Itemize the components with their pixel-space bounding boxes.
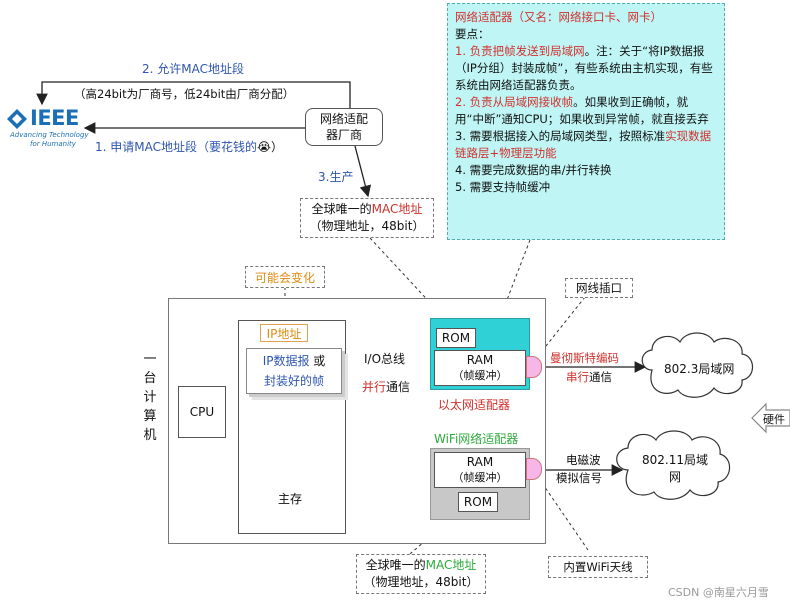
pointer-mac-top	[369, 237, 451, 325]
manufacturer-line2: 器厂商	[325, 128, 362, 142]
crying-emoji-icon: 😭	[257, 140, 272, 154]
ethernet-ram-sub: （帧缓冲）	[452, 369, 508, 382]
wifi-ram-sub: （帧缓冲）	[452, 471, 508, 484]
antenna-label: 内置WiFi天线	[548, 556, 648, 578]
cable-port-label: 网线插口	[565, 278, 633, 298]
manufacturer-box: 网络适配 器厂商	[305, 108, 383, 146]
step1-text: 1. 申请MAC地址段（要花钱的	[95, 140, 257, 154]
pointer-note	[497, 239, 531, 321]
wifi-rom: ROM	[458, 492, 498, 512]
adapter-note: 网络适配器（又名：网络接口卡、网卡） 要点： 1. 负责把帧发送到局域网。注：关…	[447, 3, 725, 240]
ethernet-label: 以太网适配器	[438, 398, 511, 412]
note-p2-rest: 。如果收到正确帧，就用“中断”通知CPU；如果收到异常帧，就直接丢弃	[455, 95, 709, 126]
datagram-or: 或	[309, 354, 326, 368]
ip-address-tag: IP地址	[260, 324, 308, 342]
mac-address-top: 全球唯一的MAC地址 （物理地址，48bit）	[300, 198, 434, 238]
mac-top-highlight: MAC地址	[371, 202, 423, 216]
ethernet-port-icon	[526, 356, 542, 378]
note-title-red: 网络适配器	[455, 10, 513, 24]
datagram-box: IP数据报 或 封装好的帧	[246, 348, 342, 394]
note-title-rest: （又名：网络接口卡、网卡）	[512, 10, 663, 24]
ieee-logo: IEEE Advancing Technology for Humanity	[6, 104, 89, 150]
serial-label: 串行通信	[566, 369, 612, 385]
step1-close: ）	[271, 140, 284, 154]
mac-address-bottom: 全球唯一的MAC地址 （物理地址，48bit）	[356, 554, 486, 594]
step2-detail: （高24bit为厂商号，低24bit由厂商分配）	[74, 87, 295, 101]
note-p4: 4. 需要完成数据的串/并行转换	[455, 163, 612, 177]
pointer-antenna	[537, 477, 589, 551]
step1-label: 1. 申请MAC地址段（要花钱的😭）	[95, 138, 283, 155]
wifi-ram-label: RAM	[466, 455, 494, 469]
mac-top-prefix: 全球唯一的	[311, 202, 372, 216]
lan-80211-line1: 802.11局域	[642, 453, 708, 467]
step3-label: 3.生产	[318, 170, 354, 184]
note-subtitle: 要点：	[455, 27, 490, 41]
manufacturer-line1: 网络适配	[319, 112, 368, 126]
note-p2-red: 2. 负责从局域网接收帧	[455, 95, 574, 109]
note-p3-plain: 3. 需要根据接入的局域网类型，按照标准	[455, 129, 666, 143]
may-change-label: 可能会变化	[245, 266, 325, 288]
ieee-tagline-2: for Humanity	[30, 140, 76, 148]
mac-top-line2: （物理地址，48bit）	[309, 219, 425, 233]
wifi-antenna-port-icon	[526, 458, 542, 480]
parallel-rest: 通信	[386, 380, 411, 394]
note-p1-rest: 。注：关于“将IP数据报（IP分组）封装成帧”，有些系统由主机实现，有些系统由网…	[455, 44, 713, 92]
cloud-80211-shape	[616, 430, 731, 500]
ethernet-ram-label: RAM	[466, 353, 494, 367]
main-memory-label: 主存	[278, 492, 303, 506]
watermark: CSDN @南星六月雪	[668, 586, 769, 599]
io-bus-label: I/O总线	[364, 352, 406, 366]
step2-label: 2. 允许MAC地址段	[142, 62, 244, 76]
ethernet-rom: ROM	[436, 328, 476, 348]
ethernet-ram: RAM （帧缓冲）	[434, 350, 526, 386]
cpu-box: CPU	[178, 386, 226, 438]
arrow-step2	[36, 81, 351, 108]
note-p1-red: 1. 负责把帧发送到局域网	[455, 44, 585, 58]
computer-label: 一台计算机	[143, 352, 157, 443]
ieee-tagline-1: Advancing Technology	[10, 131, 89, 139]
wireless-line2: 模拟信号	[556, 471, 602, 485]
wifi-label: WiFi网络适配器	[434, 432, 519, 446]
mac-bottom-prefix: 全球唯一的	[365, 558, 426, 572]
serial-red: 串行	[566, 370, 589, 384]
mac-bottom-line2: （物理地址，48bit）	[363, 575, 479, 589]
note-p5: 5. 需要支持帧缓冲	[455, 180, 551, 194]
ieee-diamond-icon	[7, 109, 27, 129]
lan-80211-label: 802.11局域 网	[630, 452, 720, 486]
hardware-label: 硬件	[763, 413, 785, 426]
mac-bottom-highlight: MAC地址	[425, 558, 477, 572]
manchester-label: 曼彻斯特编码	[550, 351, 619, 365]
wifi-ram: RAM （帧缓冲）	[434, 452, 526, 488]
serial-rest: 通信	[589, 370, 612, 384]
parallel-red: 并行	[362, 380, 387, 394]
lan-8023-label: 802.3局域网	[664, 362, 735, 376]
cloud-8023-shape	[641, 332, 754, 398]
wireless-line1: 电磁波	[566, 453, 601, 467]
ieee-wordmark: IEEE	[30, 106, 79, 130]
hardware-arrow	[751, 402, 790, 434]
lan-80211-line2: 网	[668, 470, 681, 484]
datagram-blue: IP数据报	[262, 354, 310, 368]
arrow-step3	[354, 145, 372, 198]
datagram-line2: 封装好的帧	[263, 374, 324, 388]
parallel-label: 并行通信	[362, 378, 410, 395]
note-p3-red: 实现数据链路层+物理层功能	[455, 129, 712, 160]
